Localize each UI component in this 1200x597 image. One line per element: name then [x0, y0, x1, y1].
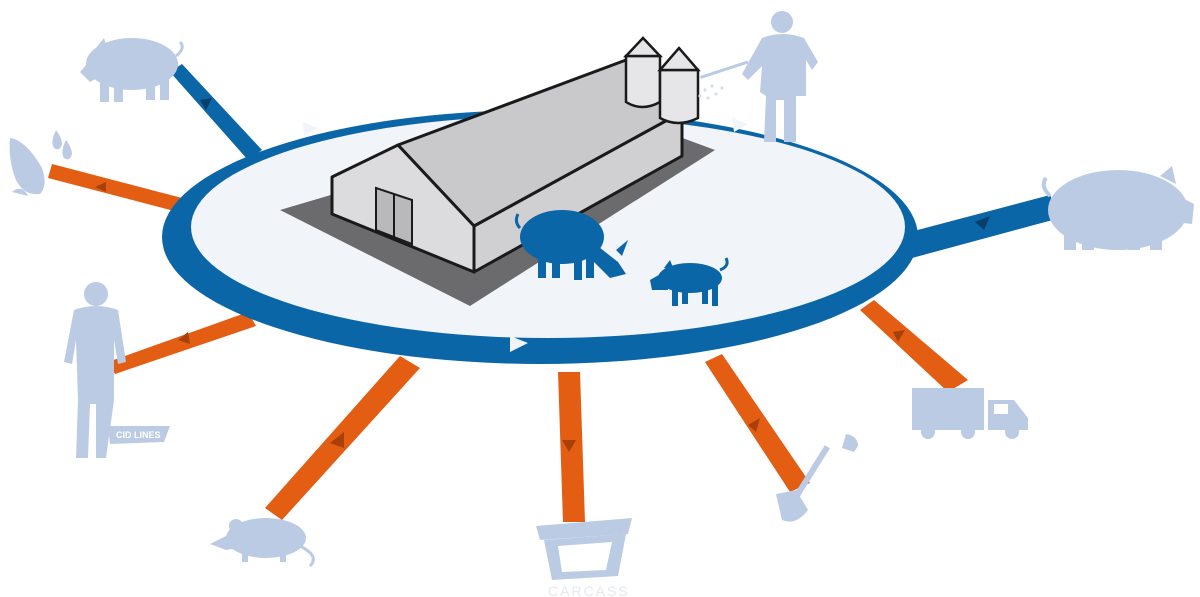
boot-brand-label: CID LINES — [116, 430, 161, 440]
arrow-from-pig — [170, 64, 262, 160]
water-drop-icon — [62, 140, 72, 160]
carcass-container-icon: CARCASS — [536, 518, 632, 597]
barn-icon — [280, 36, 715, 306]
silo-icon — [623, 36, 701, 125]
manure-shovel-icon — [776, 434, 858, 522]
worker-with-sprayer-icon — [698, 11, 818, 142]
arrow-to-truck — [860, 300, 968, 392]
pig-icon — [514, 210, 729, 306]
rat-icon — [210, 518, 315, 568]
pig-large — [514, 210, 628, 280]
arrow-to-visitor — [108, 312, 256, 374]
water-drop-icon — [52, 130, 62, 150]
arrow-to-feed — [48, 164, 182, 212]
truck-icon — [912, 388, 1028, 439]
carcass-label: CARCASS — [548, 583, 630, 597]
inbound-arrows — [170, 64, 1060, 258]
fattened-pig-icon — [1041, 166, 1194, 250]
pig-small — [650, 257, 729, 306]
pig-icon — [80, 38, 184, 102]
visitor-icon: CID LINES — [64, 282, 170, 458]
outbound-arrows — [48, 164, 968, 522]
feed-and-water-icon — [9, 130, 72, 196]
boot-tray-icon — [108, 426, 170, 444]
